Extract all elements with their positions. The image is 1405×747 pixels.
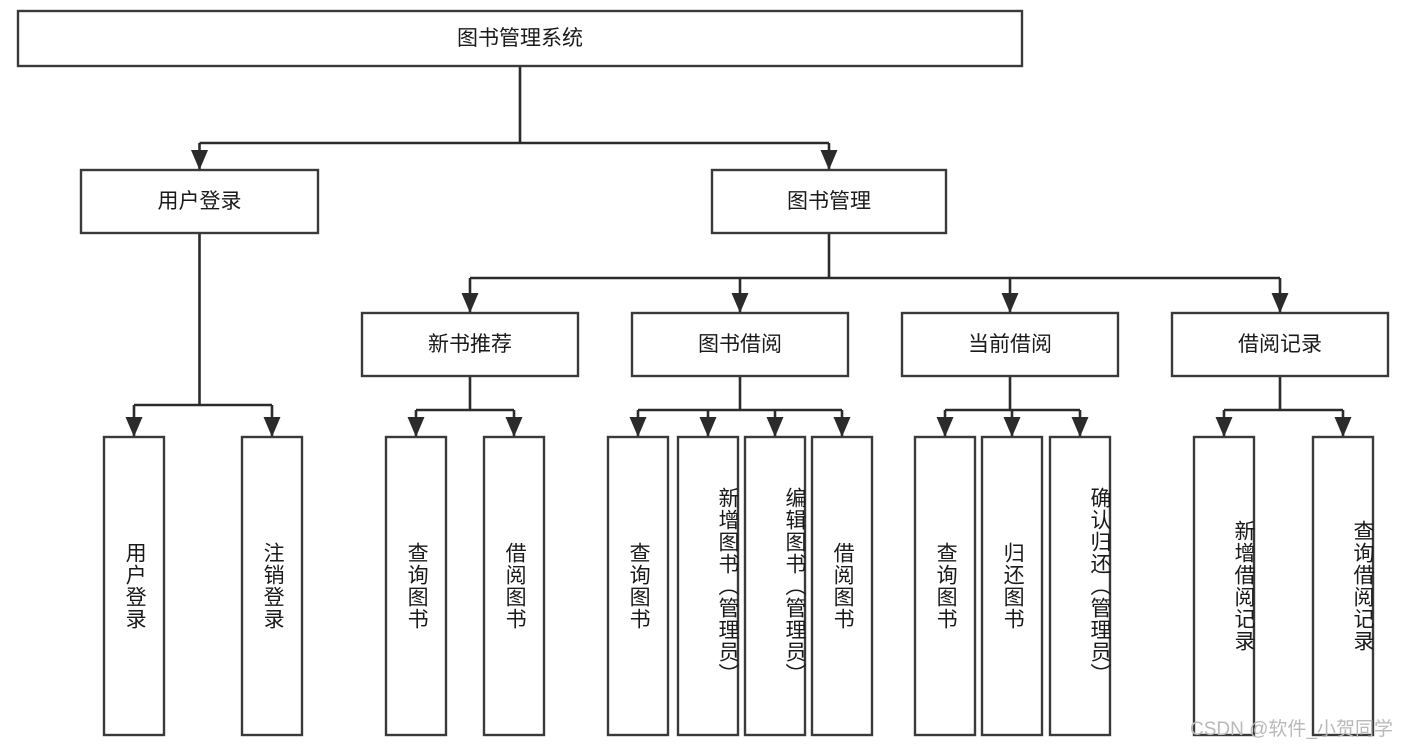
node-box-leaf-logout-login[interactable]: [240, 435, 304, 737]
node-box-leaf-query-borrow-record[interactable]: [1311, 435, 1375, 737]
node-box-leaf-edit-book-admin[interactable]: [743, 435, 807, 737]
node-label-new-book-recommend: 新书推荐: [428, 333, 512, 356]
node-box-book-management[interactable]: [710, 168, 948, 235]
node-boxes: [16, 9, 1390, 737]
node-box-leaf-query-book-1[interactable]: [384, 435, 448, 737]
node-box-book-borrow[interactable]: [630, 311, 850, 378]
node-label-book-management: 图书管理: [787, 190, 871, 213]
node-box-leaf-borrow-book-1[interactable]: [482, 435, 546, 737]
node-box-leaf-query-book-2[interactable]: [606, 435, 670, 737]
node-box-leaf-confirm-return-admin[interactable]: [1048, 435, 1112, 737]
node-box-user-login[interactable]: [79, 168, 320, 235]
node-box-leaf-borrow-book-2[interactable]: [810, 435, 874, 737]
node-label-borrow-record: 借阅记录: [1238, 333, 1322, 356]
node-box-borrow-record[interactable]: [1170, 311, 1390, 378]
connector-lines: [125, 66, 1352, 437]
node-box-leaf-user-login[interactable]: [102, 435, 166, 737]
node-box-new-book-recommend[interactable]: [360, 311, 580, 378]
node-label-current-borrow: 当前借阅: [968, 333, 1052, 356]
node-label-root-system: 图书管理系统: [457, 27, 583, 50]
node-label-user-login: 用户登录: [158, 190, 242, 213]
node-box-current-borrow[interactable]: [900, 311, 1120, 378]
node-box-leaf-add-book-admin[interactable]: [676, 435, 740, 737]
node-box-root-system[interactable]: [16, 9, 1024, 68]
node-box-leaf-return-book[interactable]: [980, 435, 1044, 737]
node-box-leaf-query-book-3[interactable]: [913, 435, 977, 737]
node-box-leaf-add-borrow-record[interactable]: [1192, 435, 1256, 737]
node-label-book-borrow: 图书借阅: [698, 333, 782, 356]
